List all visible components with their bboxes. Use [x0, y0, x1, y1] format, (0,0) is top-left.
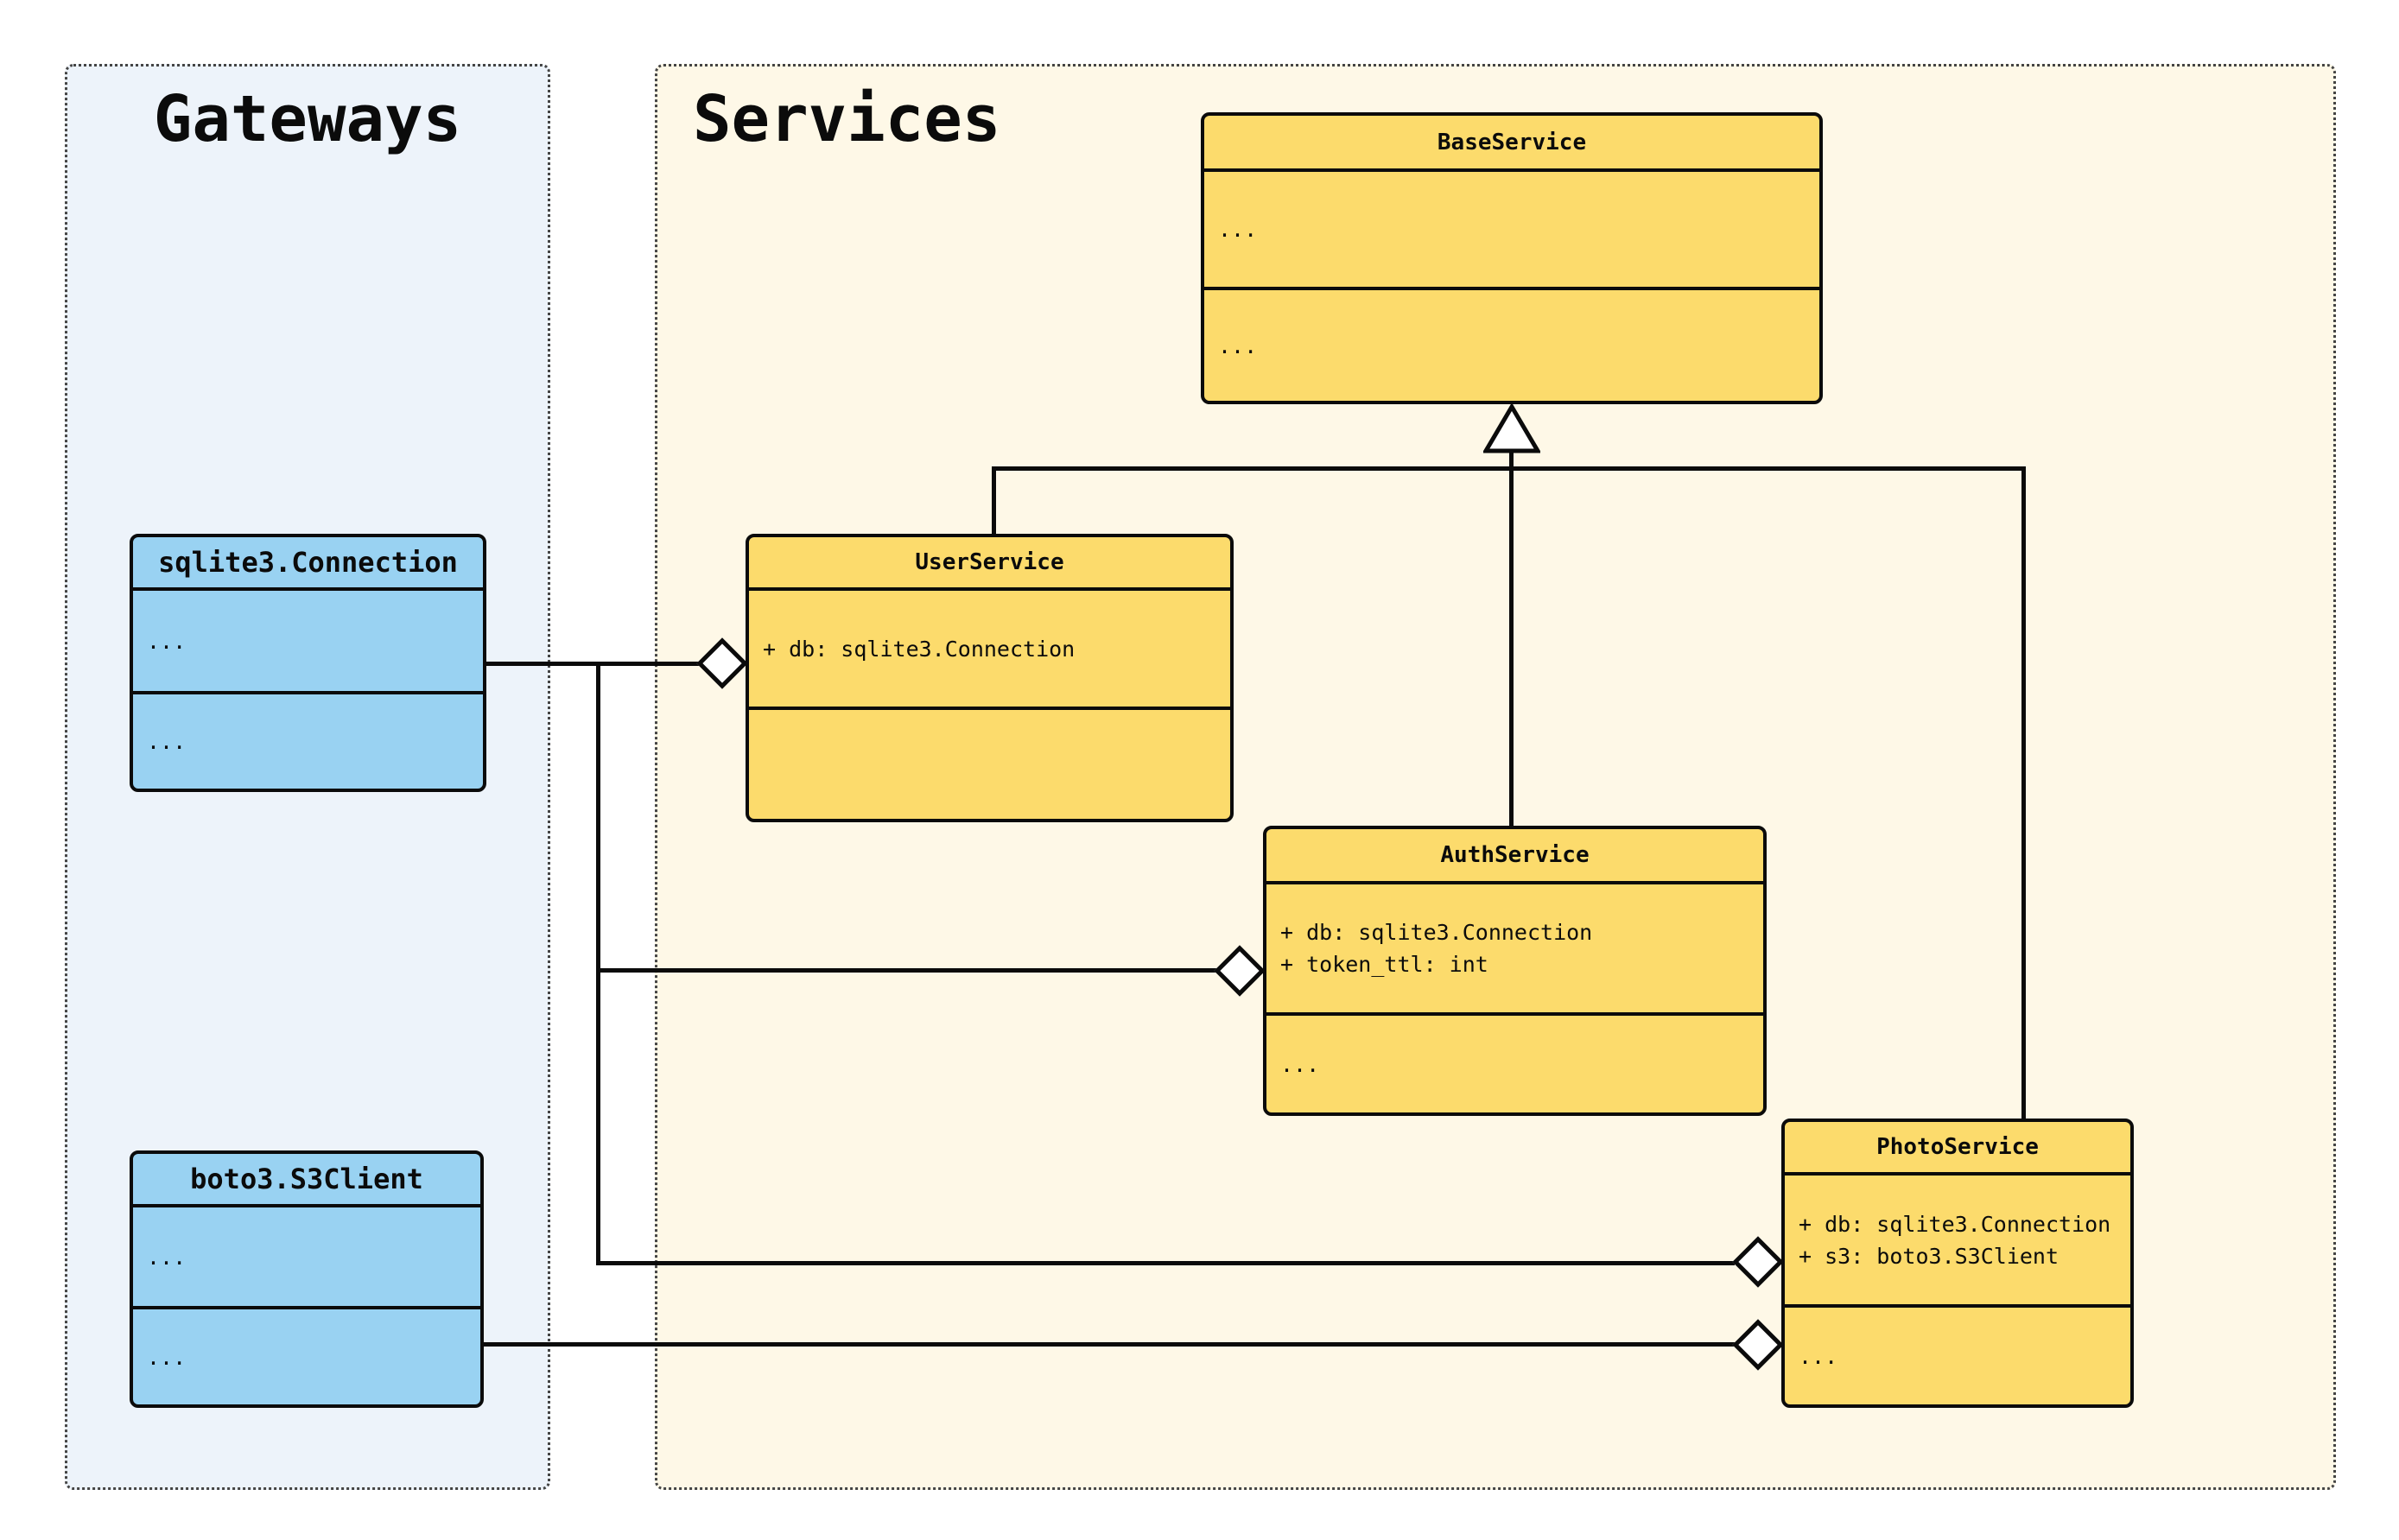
class-attributes: ...: [133, 1204, 480, 1306]
class-boto3-s3client: boto3.S3Client ... ...: [130, 1150, 484, 1408]
class-title: sqlite3.Connection: [158, 546, 458, 579]
method-row: ...: [1280, 1051, 1320, 1077]
class-attributes: + db: sqlite3.Connection: [749, 587, 1230, 707]
class-attributes: ...: [1204, 168, 1819, 287]
class-title: boto3.S3Client: [190, 1163, 423, 1195]
inheritance-arrow-icon: [1483, 404, 1540, 453]
class-attributes: + db: sqlite3.Connection + token_ttl: in…: [1266, 881, 1763, 1012]
attribute-row: + db: sqlite3.Connection: [1280, 920, 1593, 945]
class-methods: ...: [1204, 287, 1819, 401]
method-row: ...: [147, 1344, 187, 1370]
edge-inheritance-bus: [992, 466, 2026, 471]
edge-authservice-baseservice: [1509, 449, 1514, 826]
attribute-row: ...: [1218, 217, 1258, 242]
attribute-row: + token_ttl: int: [1280, 952, 1488, 977]
class-authservice: AuthService + db: sqlite3.Connection + t…: [1263, 826, 1767, 1116]
edge-boto-photoservice: [482, 1342, 1735, 1347]
edge-sqlite-photoservice: [596, 1261, 1735, 1265]
edge-sqlite-userservice: [486, 662, 699, 666]
edge-photoservice-baseservice: [2021, 466, 2026, 1119]
class-attributes: + db: sqlite3.Connection + s3: boto3.S3C…: [1785, 1172, 2130, 1304]
services-container-label: Services: [693, 82, 1001, 156]
attribute-row: + db: sqlite3.Connection: [1799, 1211, 2111, 1237]
class-photoservice: PhotoService + db: sqlite3.Connection + …: [1781, 1119, 2134, 1408]
class-methods: ...: [1785, 1304, 2130, 1404]
class-methods: ...: [133, 1306, 480, 1404]
class-baseservice: BaseService ... ...: [1201, 112, 1823, 404]
class-title: AuthService: [1440, 842, 1590, 868]
gateways-container-label: Gateways: [153, 82, 462, 156]
attribute-row: + s3: boto3.S3Client: [1799, 1243, 2059, 1269]
class-title: BaseService: [1437, 129, 1587, 155]
class-methods: [749, 707, 1230, 819]
edge-sqlite-authservice: [596, 968, 1216, 973]
class-sqlite3-connection: sqlite3.Connection ... ...: [130, 534, 486, 792]
edge-userservice-baseservice: [992, 466, 996, 534]
class-title: UserService: [915, 549, 1064, 575]
class-attributes: ...: [133, 587, 483, 691]
class-methods: ...: [1266, 1012, 1763, 1112]
class-userservice: UserService + db: sqlite3.Connection: [746, 534, 1234, 822]
class-methods: ...: [133, 691, 483, 789]
class-title: PhotoService: [1876, 1134, 2039, 1160]
attribute-row: ...: [147, 1244, 187, 1270]
method-row: ...: [1799, 1343, 1838, 1369]
edge-sqlite-trunk: [596, 662, 600, 1265]
attribute-row: + db: sqlite3.Connection: [763, 636, 1076, 662]
method-row: ...: [1218, 333, 1258, 358]
attribute-row: ...: [147, 628, 187, 654]
method-row: ...: [147, 729, 187, 754]
